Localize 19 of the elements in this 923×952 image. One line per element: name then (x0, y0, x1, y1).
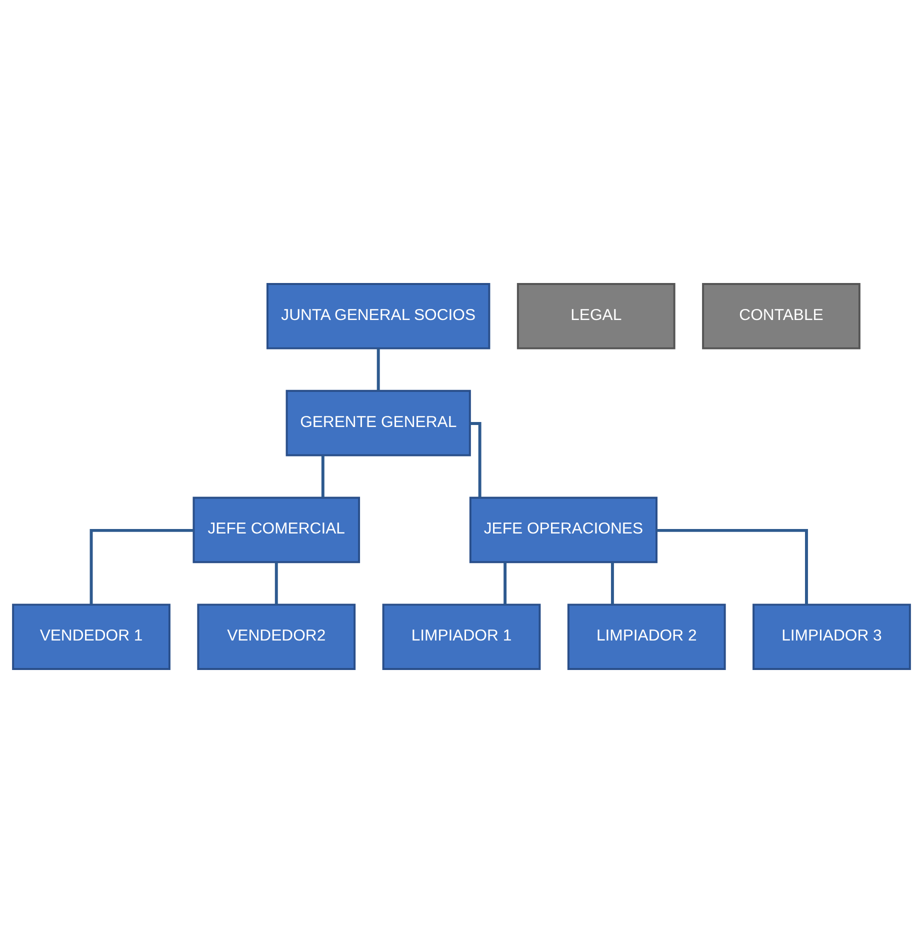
node-box: LIMPIADOR 2 (567, 603, 726, 670)
connector (274, 562, 278, 604)
connector (610, 562, 614, 604)
connector (90, 528, 194, 604)
connector (470, 422, 482, 498)
connector (376, 348, 380, 390)
node-box: VENDEDOR 1 (12, 603, 170, 670)
connector (321, 454, 324, 498)
node-box: VENDEDOR2 (197, 603, 356, 670)
connector (504, 562, 507, 604)
node-box: LIMPIADOR 1 (382, 603, 541, 670)
node-box: GERENTE GENERAL (286, 389, 471, 456)
node-box: LIMPIADOR 3 (752, 603, 911, 670)
node-box: JUNTA GENERAL SOCIOS (266, 282, 490, 349)
node-box: CONTABLE (702, 282, 860, 349)
connector (656, 528, 808, 604)
node-box: LEGAL (516, 282, 676, 349)
node-box: JEFE OPERACIONES (469, 496, 658, 563)
node-box: JEFE COMERCIAL (192, 496, 360, 563)
